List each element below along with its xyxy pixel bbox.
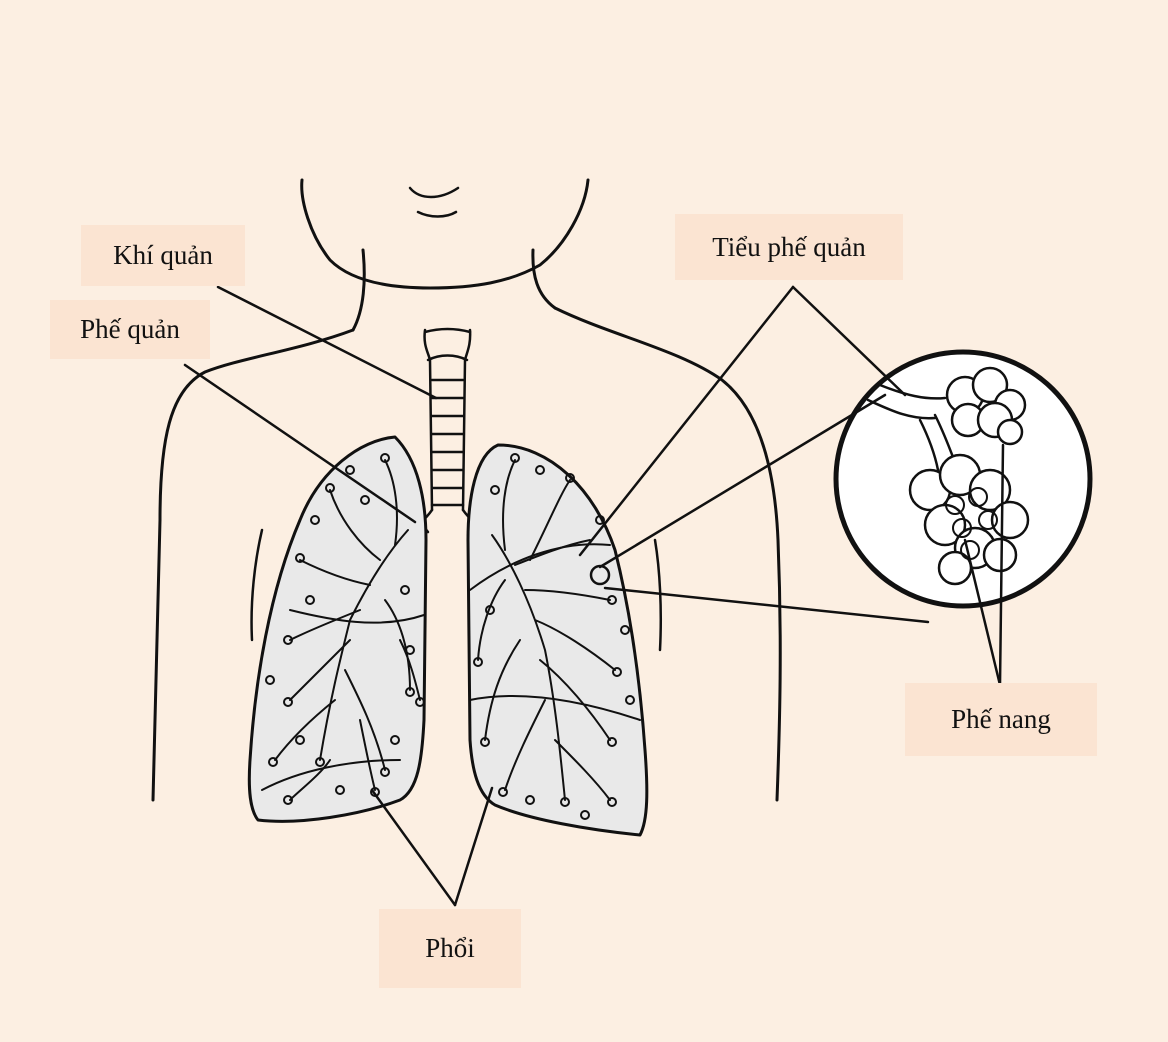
- trachea-left-wall: [425, 330, 432, 510]
- alveoli-magnified-inset: [836, 352, 1090, 606]
- label-bronchus: Phế quản: [50, 300, 210, 359]
- mouth-upper: [410, 188, 458, 197]
- left-armpit-line: [252, 530, 262, 640]
- label-trachea: Khí quản: [81, 225, 245, 286]
- left-lung: [249, 437, 426, 821]
- larynx-top: [425, 329, 470, 332]
- mouth-lower: [418, 212, 456, 217]
- neck-left: [353, 250, 364, 330]
- trachea-leader-line: [218, 287, 436, 398]
- label-alveoli: Phế nang: [905, 683, 1097, 756]
- bronchiole-leader-line-2: [793, 287, 905, 395]
- lungs-leader-line-right: [455, 788, 492, 905]
- larynx-bottom: [428, 356, 467, 361]
- inset-connector-lower: [605, 588, 928, 622]
- neck-right: [533, 250, 555, 308]
- lungs-leader-line-left: [372, 790, 455, 905]
- trachea-right-wall: [463, 330, 470, 510]
- label-bronchiole: Tiểu phế quản: [675, 214, 903, 280]
- label-lungs: Phổi: [379, 909, 521, 988]
- face-outline: [302, 180, 588, 288]
